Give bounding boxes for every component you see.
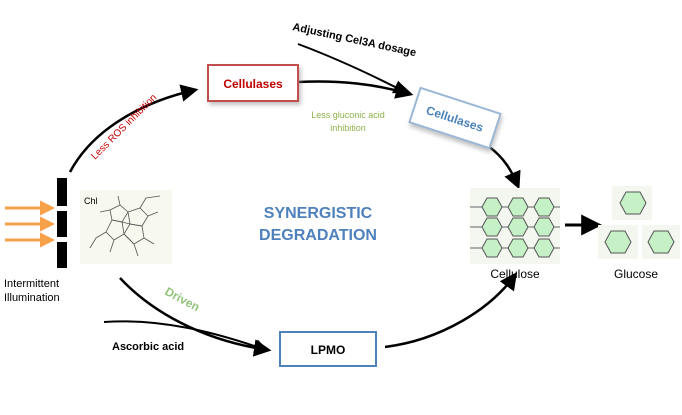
adjusting-dosage-label: Adjusting Cel3A dosage bbox=[291, 21, 417, 59]
chl-label: Chl bbox=[84, 196, 98, 206]
less-ros-label: Less ROS inhibition bbox=[89, 92, 159, 162]
illumination-label: Illumination bbox=[4, 292, 60, 304]
cellulose-label: Cellulose bbox=[490, 267, 540, 281]
light-source bbox=[5, 178, 67, 268]
lpmo-label: LPMO bbox=[311, 343, 346, 357]
glucose-molecules bbox=[598, 186, 680, 259]
cellulases-box-1: Cellulases bbox=[207, 64, 299, 102]
ascorbic-acid-label: Ascorbic acid bbox=[112, 341, 184, 353]
arrow-lpmo-to-cellulose bbox=[384, 272, 518, 349]
arrow-adjusting-dosage bbox=[297, 43, 408, 94]
less-gluconic-label-2: inhibition bbox=[330, 123, 366, 133]
arrow-cellulases-to-cellulose bbox=[487, 144, 521, 190]
lpmo-box: LPMO bbox=[279, 331, 377, 367]
intermittent-label: Intermittent bbox=[4, 278, 59, 290]
cellulases-box-2: Cellulases bbox=[408, 86, 502, 150]
degradation-label: DEGRADATION bbox=[259, 227, 377, 244]
driven-label: Driven bbox=[163, 284, 203, 314]
arrow-cellulases-to-cellulases bbox=[297, 80, 414, 99]
arrow-chl-to-lpmo bbox=[119, 277, 272, 357]
chlorophyll-structure: Chl bbox=[80, 190, 172, 264]
arrow-ascorbic-acid bbox=[103, 320, 269, 353]
cellulases-label-1: Cellulases bbox=[223, 77, 283, 91]
glucose-label: Glucose bbox=[614, 267, 658, 281]
less-gluconic-label-1: Less gluconic acid bbox=[311, 110, 385, 120]
cellulose-lattice bbox=[470, 188, 560, 264]
synergistic-label: SYNERGISTIC bbox=[264, 205, 373, 222]
arrow-chl-to-cellulases bbox=[68, 84, 199, 173]
